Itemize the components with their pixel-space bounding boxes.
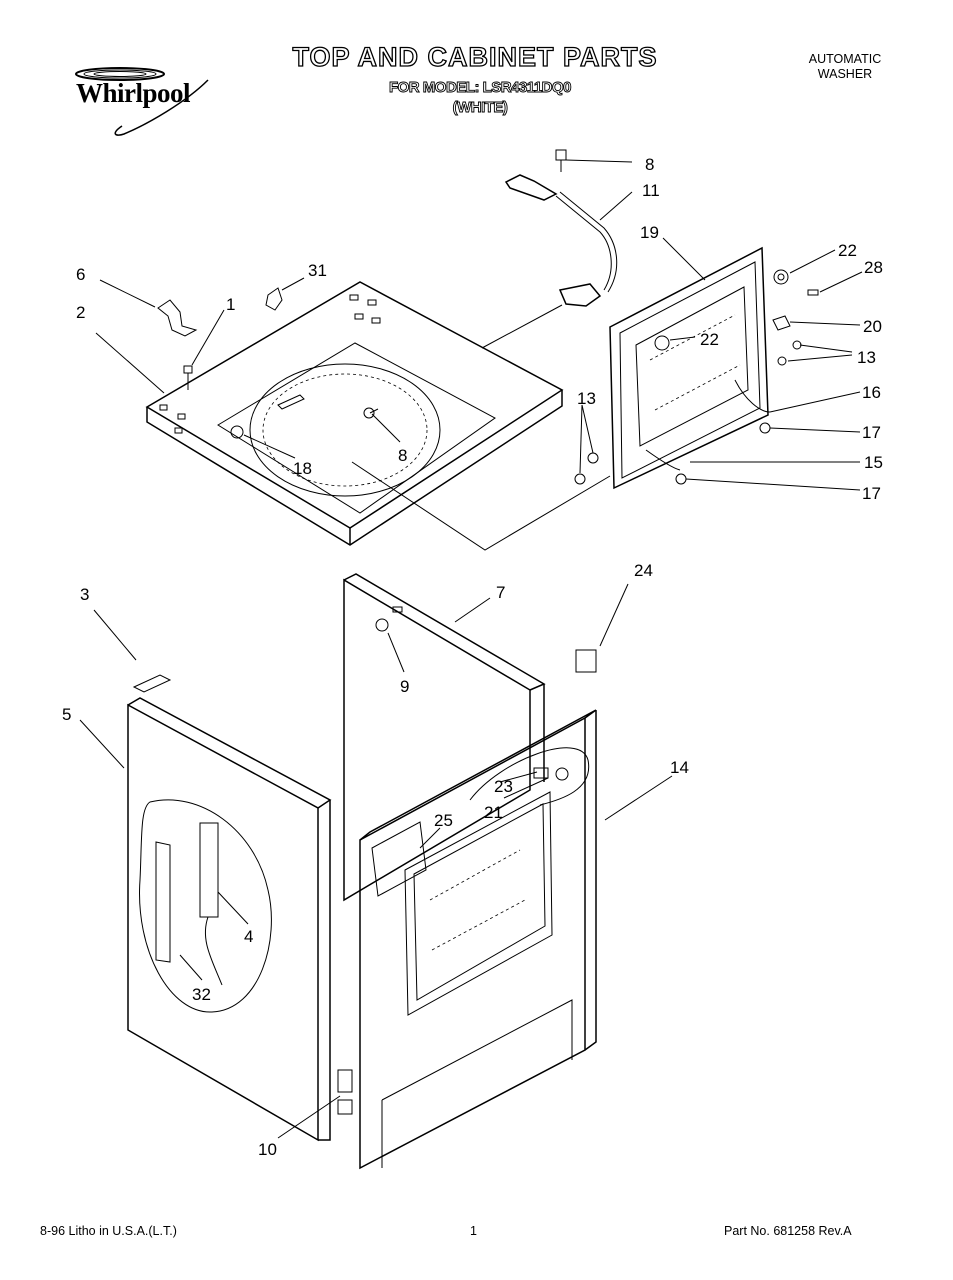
callout-4: 4 (244, 927, 253, 946)
lid-switch-harness (504, 149, 618, 307)
callout-22a: 22 (838, 241, 857, 260)
callout-17a: 17 (862, 423, 881, 442)
product-line-2: WASHER (817, 67, 873, 81)
callout-20: 20 (863, 317, 882, 336)
product-line-1: AUTOMATIC (808, 52, 882, 66)
model-info: FOR MODEL: LSR4311DQ0 (WHITE) (330, 78, 630, 118)
callout-8a: 8 (645, 155, 654, 174)
callout-7: 7 (496, 583, 505, 602)
callout-25: 25 (434, 811, 453, 830)
callout-13b: 13 (577, 389, 596, 408)
callout-9: 9 (400, 677, 409, 696)
callout-15: 15 (864, 453, 883, 472)
callout-24: 24 (634, 561, 653, 580)
side-panel (127, 674, 353, 1142)
rear-panel (343, 573, 546, 902)
small-brackets (157, 287, 283, 390)
callout-23: 23 (494, 777, 513, 796)
model-line: FOR MODEL: LSR4311DQ0 (388, 79, 572, 97)
part-number: Part No. 681258 Rev.A (724, 1224, 852, 1238)
callout-22b: 22 (700, 330, 719, 349)
callout-16: 16 (862, 383, 881, 402)
callout-8b: 8 (398, 446, 407, 465)
callout-2: 2 (76, 303, 85, 322)
callout-13a: 13 (857, 348, 876, 367)
logo-swoosh-icon (75, 67, 209, 136)
callout-5: 5 (62, 705, 71, 724)
product-type: AUTOMATIC WASHER (790, 52, 900, 82)
front-panel (359, 649, 597, 1170)
page-title: TOP AND CABINET PARTS (292, 41, 658, 72)
litho-note: 8-96 Litho in U.S.A.(L.T.) (40, 1224, 177, 1238)
color-line: (WHITE) (452, 99, 508, 117)
callout-32: 32 (192, 985, 211, 1004)
callout-1: 1 (226, 295, 235, 314)
leader-lines (79, 159, 863, 1139)
page-number: 1 (470, 1224, 477, 1238)
callout-10: 10 (258, 1140, 277, 1159)
top-panel (145, 281, 611, 551)
callout-labels: 8 11 19 22 28 20 22 13 13 16 17 15 17 6 … (62, 155, 883, 1159)
brand-name: Whirlpool (76, 78, 191, 108)
callout-31: 31 (308, 261, 327, 280)
callout-21: 21 (484, 803, 503, 822)
callout-18: 18 (293, 459, 312, 478)
callout-6: 6 (76, 265, 85, 284)
callout-3: 3 (80, 585, 89, 604)
callout-19: 19 (640, 223, 659, 242)
callout-17b: 17 (862, 484, 881, 503)
callout-11: 11 (642, 181, 660, 200)
lid-assembly (574, 246, 819, 490)
callout-14: 14 (670, 758, 689, 777)
callout-28: 28 (864, 258, 883, 277)
whirlpool-logo: Whirlpool (68, 62, 218, 142)
